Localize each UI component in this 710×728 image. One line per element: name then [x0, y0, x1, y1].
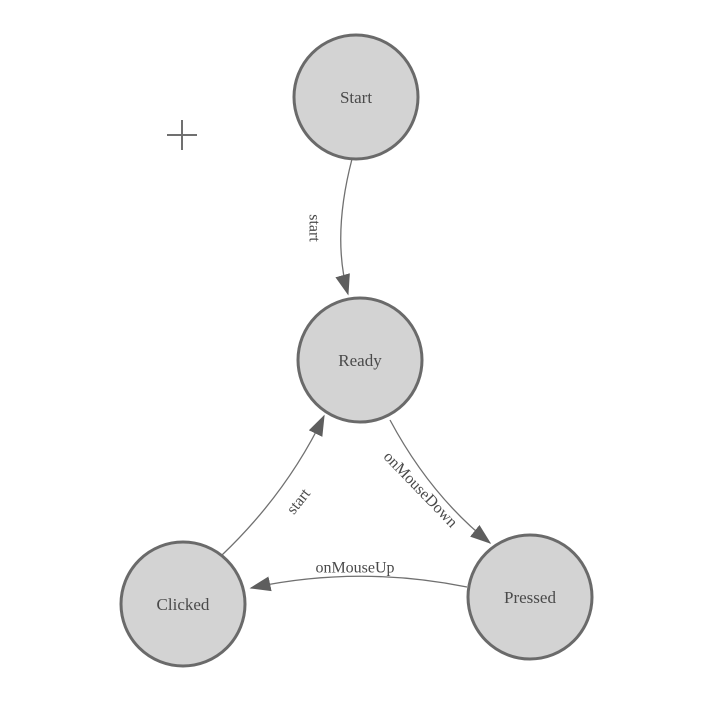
state-circle-pressed[interactable] [466, 533, 594, 661]
node-pressed: Pressed [466, 533, 594, 661]
node-ready: Ready [296, 296, 424, 424]
state-label-clicked: Clicked [157, 595, 210, 614]
state-circle-clicked[interactable] [119, 540, 247, 668]
node-clicked: Clicked [119, 540, 247, 668]
state-label-pressed: Pressed [504, 588, 556, 607]
edge-ready-to-pressed[interactable] [389, 419, 492, 544]
edge-start-to-ready[interactable] [335, 158, 353, 296]
node-start: Start [292, 33, 420, 161]
edge-clicked-to-ready[interactable] [221, 414, 325, 556]
edge-pressed-to-clicked[interactable] [249, 575, 468, 592]
edge-label-pressed-to-clicked: onMouseUp [315, 560, 394, 577]
edge-label-ready-to-pressed: onMouseDown [380, 448, 461, 531]
state-label-ready: Ready [338, 351, 382, 370]
edge-label-start-to-ready: start [305, 214, 322, 242]
origin-crosshair-icon [167, 120, 197, 150]
state-circle-ready[interactable] [296, 296, 424, 424]
state-circle-start[interactable] [292, 33, 420, 161]
state-label-start: Start [340, 88, 372, 107]
edge-label-clicked-to-ready: start [284, 485, 315, 518]
